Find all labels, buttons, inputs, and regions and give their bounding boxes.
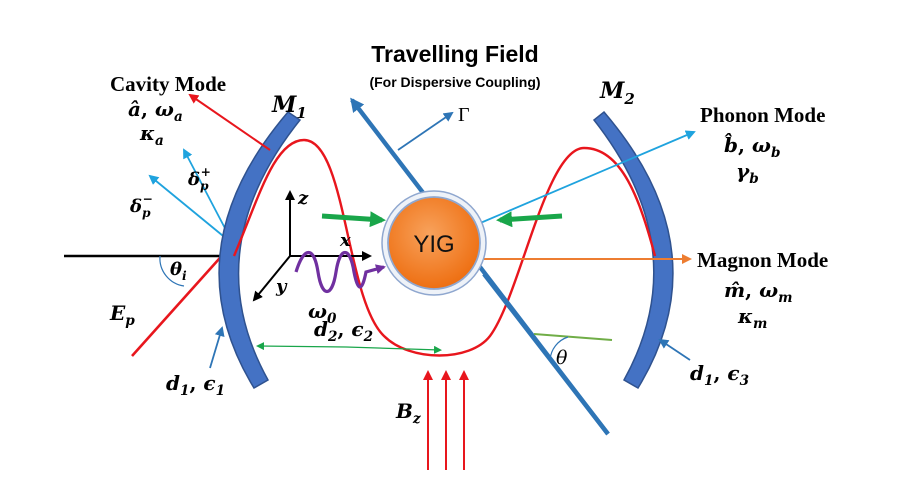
theta-reference-line: [533, 333, 613, 341]
cavity-kappa: κa: [139, 121, 164, 149]
d2-span-arrow: [256, 342, 347, 351]
d1-right-arrow: [658, 338, 691, 361]
delta-minus-label: δp−: [129, 192, 153, 220]
delta-plus-label: δp+: [187, 165, 211, 193]
theta-label: θ: [556, 347, 568, 369]
axis-y-arrow: [252, 255, 291, 302]
gamma-label: Γ: [458, 104, 470, 126]
d1-e3-label: d1, ϵ3: [690, 361, 749, 389]
travelling-field-beam-front: [482, 272, 610, 436]
green-arrow-left: [321, 211, 386, 228]
gamma-arrow: [397, 111, 454, 151]
cavity-standing-wave: [232, 138, 657, 357]
theta-i-arc: [159, 255, 185, 287]
incident-probe-beam: [131, 239, 237, 357]
phonon-gamma: γb: [736, 159, 759, 187]
omega0-label: ω0: [308, 299, 337, 327]
bz-label: Bz: [395, 399, 421, 427]
yig-sphere: [387, 196, 481, 290]
delta-plus-arrow: [183, 148, 229, 235]
d2-span-arrow-right: [345, 345, 442, 354]
phonon-mode-params: b̂, ωb: [724, 131, 780, 161]
cavity-mode-heading: Cavity Mode: [110, 72, 226, 96]
delta-minus-arrow: [148, 174, 229, 241]
magnon-kappa: κm: [737, 304, 767, 332]
drive-wave: [294, 250, 386, 294]
green-arrow-right: [496, 211, 563, 228]
mirror-m2-label: M2: [599, 78, 635, 108]
diagram-title: Travelling Field: [371, 41, 538, 67]
diagram-subtitle: (For Dispersive Coupling): [369, 74, 540, 90]
mirror-m1-label: M1: [271, 92, 307, 122]
phonon-mode-heading: Phonon Mode: [700, 103, 825, 127]
axis-z-label: z: [297, 188, 309, 209]
theta-arc: [549, 336, 569, 361]
d1-left-arrow: [209, 326, 225, 369]
magnon-mode-params: m̂, ωm: [724, 278, 793, 306]
magnon-mode-heading: Magnon Mode: [697, 248, 828, 272]
mirror-m1: [218, 111, 302, 390]
cavity-output-arrow: [188, 93, 271, 151]
cavity-mode-params: â, ωa: [128, 97, 183, 125]
phonon-output-arrow: [477, 130, 696, 225]
axis-y-label: y: [275, 276, 288, 297]
axis-x-label: x: [339, 230, 351, 251]
ep-label: Ep: [109, 301, 135, 329]
theta-i-label: θi: [170, 259, 187, 283]
mirror-m2: [592, 110, 674, 390]
d2-e2-label: d2, ϵ2: [314, 317, 373, 345]
d1-e1-label: d1, ϵ1: [166, 371, 225, 399]
yig-label: YIG: [413, 231, 454, 258]
